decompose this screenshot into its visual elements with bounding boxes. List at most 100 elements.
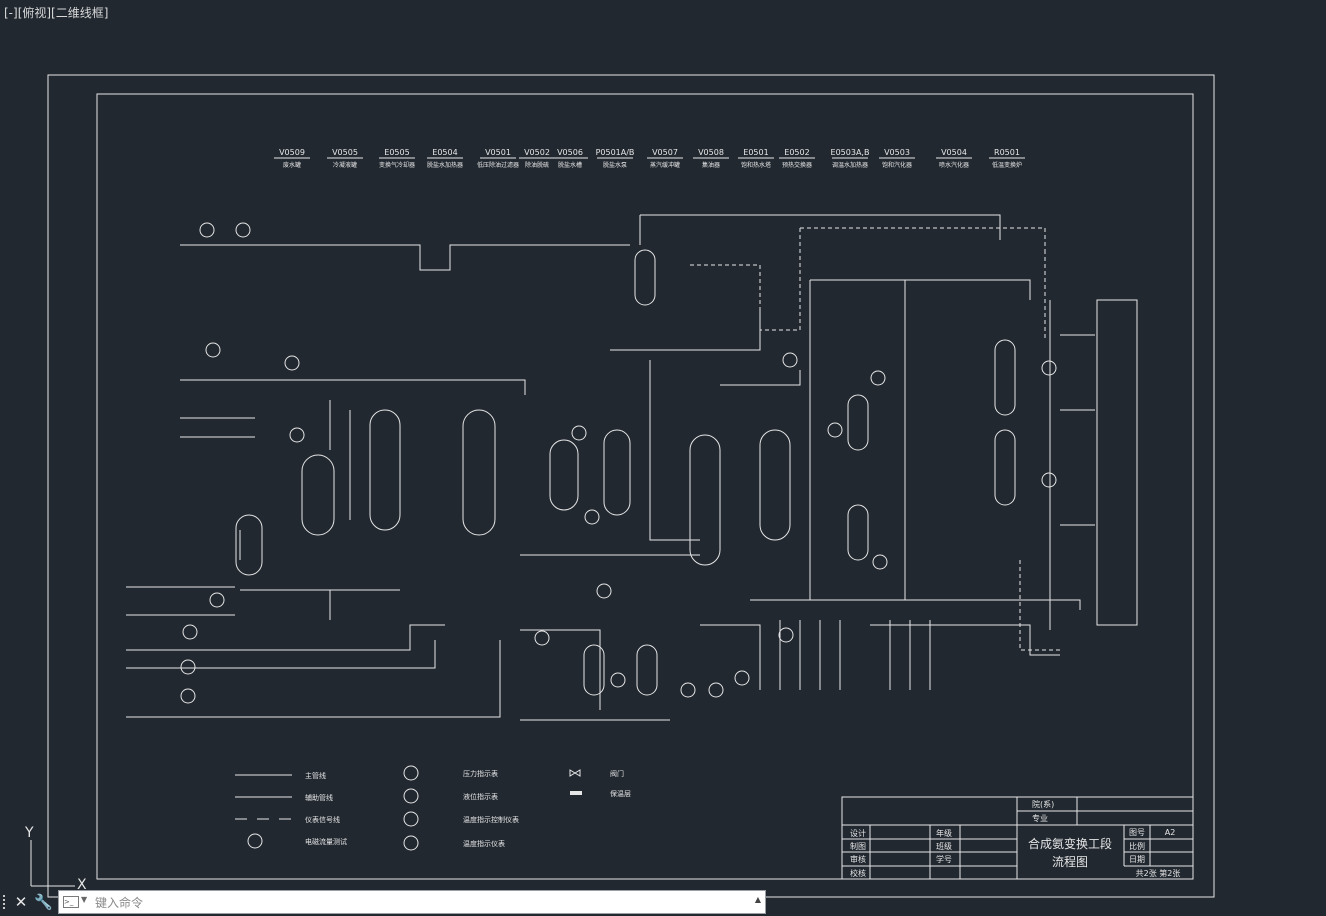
chevron-up-icon[interactable]: ▲ [754, 895, 761, 904]
command-input[interactable] [93, 893, 737, 913]
equipment-tag: E0503A,B [831, 148, 870, 157]
title-date-label: 日期 [1129, 855, 1145, 864]
title-reviewer: 审核 [850, 854, 866, 864]
title-grade: 年级 [936, 828, 952, 838]
title-dept: 院(系) [1032, 799, 1054, 809]
equipment-name: 脱盐水泵 [603, 161, 627, 169]
equipment-item: R0501 低温变换炉 [989, 148, 1025, 169]
equipment-name: 废水罐 [283, 161, 301, 169]
equipment-name: 预热交换器 [782, 161, 812, 169]
equipment-tag: V0503 [884, 148, 910, 157]
equipment-item: V0507 蒸汽缓冲罐 [647, 148, 683, 169]
equipment-tag: V0501 [485, 148, 511, 157]
equipment-item: E0503A,B 调温水加热器 [831, 148, 870, 169]
legend-label: 压力指示表 [463, 769, 498, 778]
equipment-name: 蒸汽缓冲罐 [650, 161, 680, 169]
legend-symbol [403, 788, 419, 804]
equipment-tag: E0504 [432, 148, 457, 157]
legend-item: 压力指示表 [403, 765, 498, 781]
legend-label: 主管线 [305, 771, 326, 780]
equipment-item: P0501A/B 脱盐水泵 [596, 148, 635, 169]
title-drawing-no-label: 图号 [1129, 828, 1145, 837]
equipment-item: V0508 集油器 [693, 148, 729, 169]
equipment-item: E0501 饱和热水塔 [738, 148, 774, 169]
equipment-item: V0503 饱和汽化器 [879, 148, 915, 169]
title-main: 合成氨变换工段 [1028, 836, 1112, 851]
legend-label: 保温层 [610, 789, 631, 798]
equipment-name: 饱和汽化器 [882, 161, 912, 169]
equipment-item: E0502 预热交换器 [779, 148, 815, 169]
legend-symbol [247, 833, 263, 849]
title-block [841, 796, 1194, 880]
equipment-tag: V0505 [332, 148, 358, 157]
legend-label: 液位指示表 [463, 792, 498, 801]
ucs-x-label: X [77, 877, 87, 893]
legend-symbol [403, 811, 419, 827]
equipment-item: E0504 脱盐水加热器 [427, 148, 463, 169]
legend-label: 温度指示控制仪表 [463, 815, 519, 824]
equipment-name: 脱盐水槽 [558, 161, 582, 169]
legend-item: 主管线 [235, 771, 326, 780]
legend-label: 辅助管线 [305, 793, 333, 802]
outer-frame [47, 74, 1215, 898]
legend-label: 阀门 [610, 769, 624, 778]
process-flow-diagram [126, 214, 1138, 721]
equipment-name: 集油器 [702, 161, 720, 169]
inner-frame [96, 93, 1194, 880]
title-student-no: 学号 [936, 854, 952, 864]
equipment-item: V0505 冷凝液罐 [327, 148, 363, 169]
legend-label: 仪表信号线 [305, 815, 340, 824]
command-input-box[interactable]: >_ ▼ ▲ [58, 890, 766, 914]
equipment-name: 低压除油过滤器 [477, 161, 519, 169]
title-major: 专业 [1032, 813, 1048, 823]
legend-item: 阀门 [569, 769, 624, 778]
equipment-tag: P0501A/B [596, 148, 635, 157]
title-sub: 流程图 [1052, 854, 1088, 869]
equipment-tag: E0505 [384, 148, 409, 157]
equipment-name: 脱盐水加热器 [427, 161, 463, 169]
command-prompt-icon[interactable]: >_ [63, 896, 79, 908]
equipment-tag: V0507 [652, 148, 678, 157]
equipment-item: V0501 低压除油过滤器 [477, 148, 519, 169]
equipment-name: 冷凝液罐 [333, 161, 357, 169]
viewport-controls-label[interactable]: [-][俯视][二维线框] [4, 6, 109, 20]
equipment-tag: R0501 [994, 148, 1020, 157]
legend-symbol [403, 835, 419, 851]
equipment-tag: E0501 [743, 148, 768, 157]
legend-item: 电磁流量测试 [247, 833, 347, 849]
title-drafter: 制图 [850, 841, 866, 851]
legend-item: 温度指示仪表 [403, 835, 505, 851]
ucs-y-label: Y [24, 825, 34, 841]
legend-label: 温度指示仪表 [463, 839, 505, 848]
title-drawing-no: A2 [1165, 828, 1176, 837]
command-line-bar: ✕ 🔧 >_ ▼ ▲ [0, 889, 770, 916]
equipment-tag: V0502 [524, 148, 550, 157]
equipment-tag: E0502 [784, 148, 809, 157]
title-designer: 设计 [850, 828, 866, 838]
wrench-icon[interactable]: 🔧 [34, 893, 53, 911]
equipment-name: 喷水汽化器 [939, 161, 969, 169]
legend-symbol [403, 765, 419, 781]
close-icon[interactable]: ✕ [14, 893, 28, 911]
equipment-name: 调温水加热器 [832, 161, 868, 169]
equipment-name: 饱和热水塔 [741, 161, 771, 169]
title-class: 班级 [936, 841, 952, 851]
drag-handle-icon[interactable] [3, 895, 10, 909]
legend-symbol [570, 791, 582, 795]
legend-item: 保温层 [570, 789, 631, 798]
legend-item: 仪表信号线 [235, 815, 340, 824]
legend-symbol [569, 769, 581, 777]
title-scale-label: 比例 [1129, 841, 1145, 851]
legend-item: 液位指示表 [403, 788, 498, 804]
equipment-name: 低温变换炉 [992, 161, 1022, 169]
equipment-tag: V0508 [698, 148, 724, 157]
ucs-icon: Y X [24, 825, 87, 893]
equipment-name: 除油脱硫 [525, 161, 549, 169]
chevron-down-icon[interactable]: ▼ [81, 895, 88, 904]
